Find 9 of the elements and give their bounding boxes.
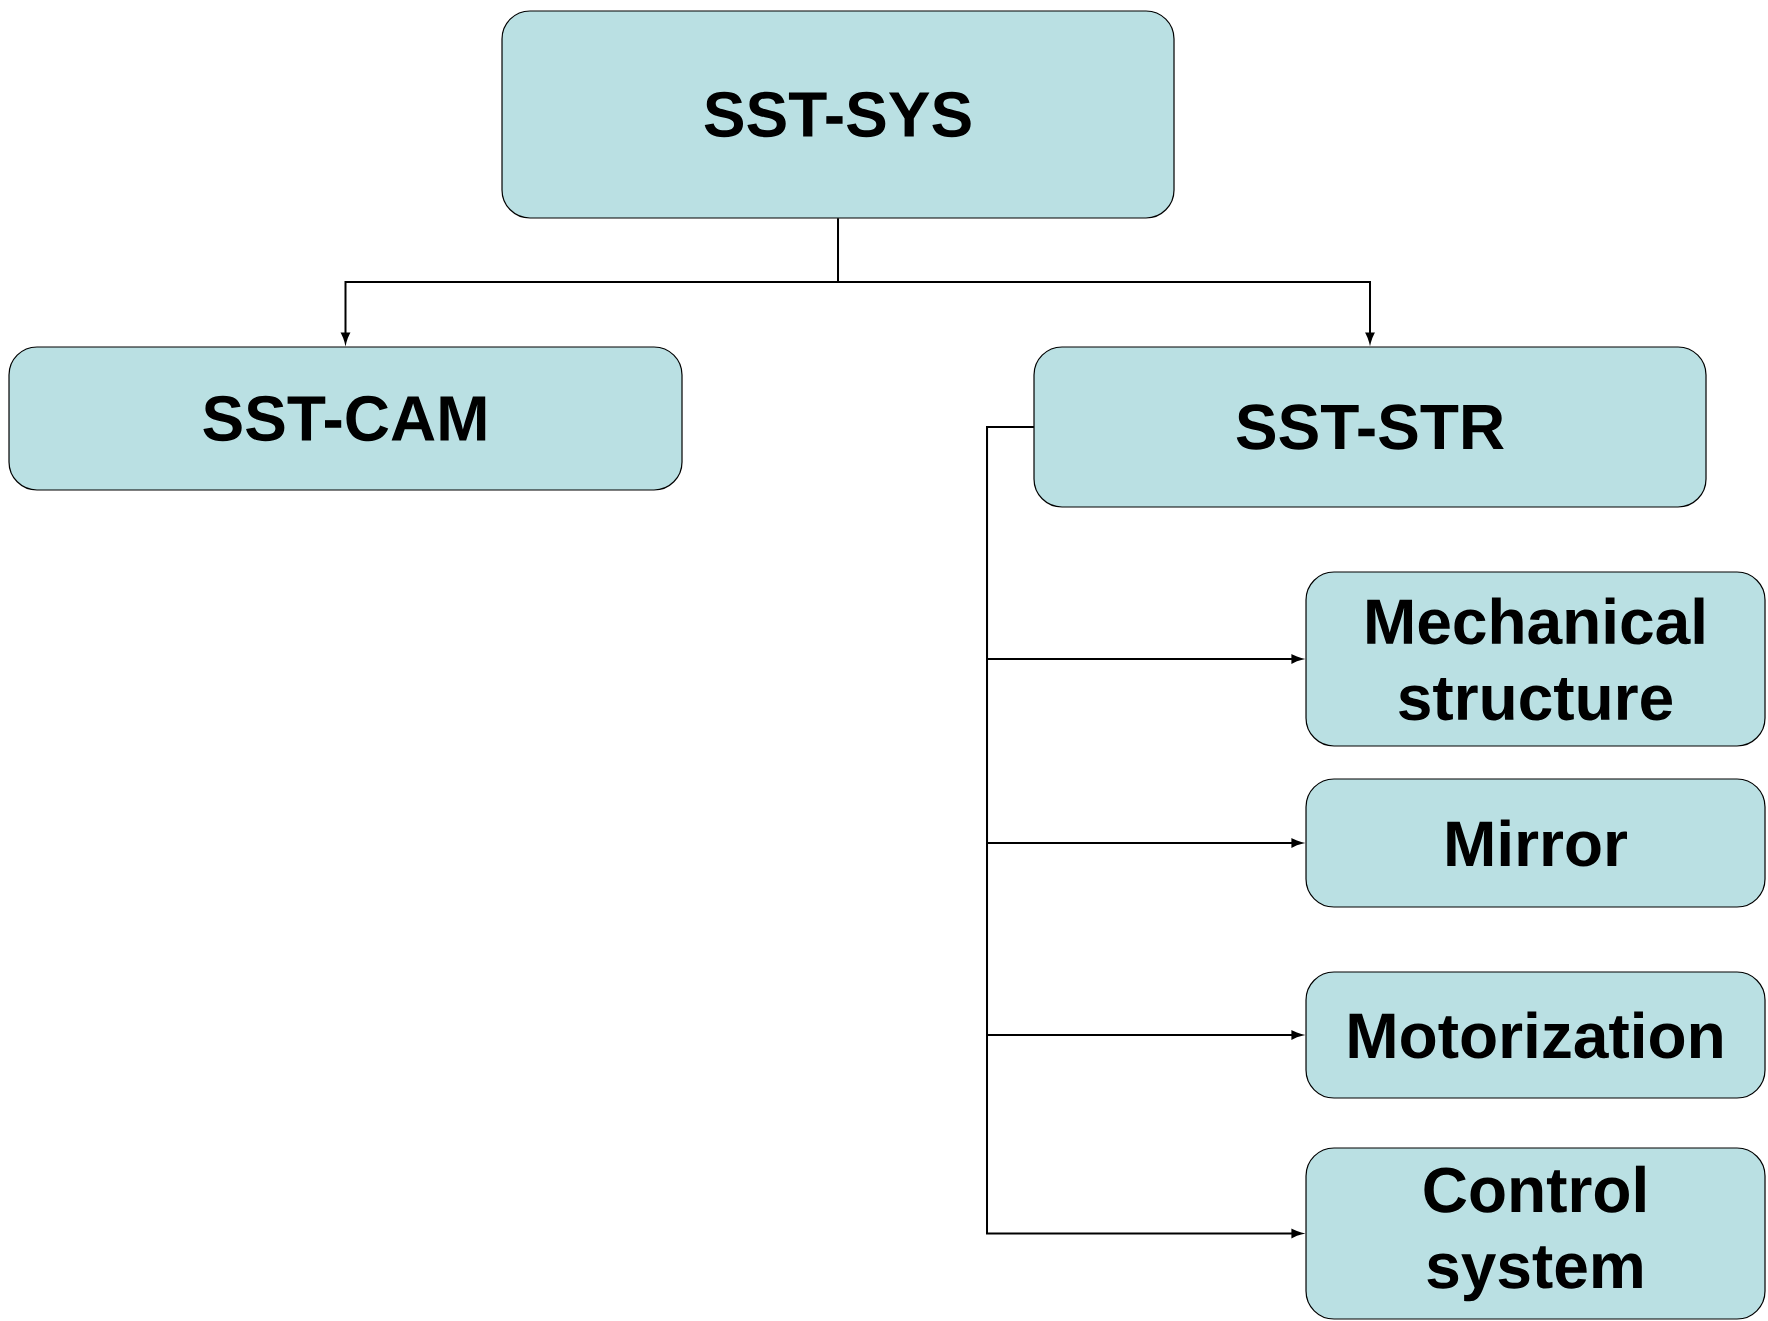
- process-box: Mirror: [1305, 778, 1766, 908]
- process-box: SST-CAM: [8, 346, 683, 491]
- process-box: Mechanical structure: [1305, 571, 1766, 747]
- process-box: Control system: [1305, 1147, 1766, 1320]
- process-box: Motorization: [1305, 971, 1766, 1099]
- arrow: [986, 426, 1303, 1238]
- arrow: [837, 217, 1375, 344]
- process-box: SST-SYS: [501, 10, 1175, 219]
- process-box: SST-STR: [1033, 346, 1707, 508]
